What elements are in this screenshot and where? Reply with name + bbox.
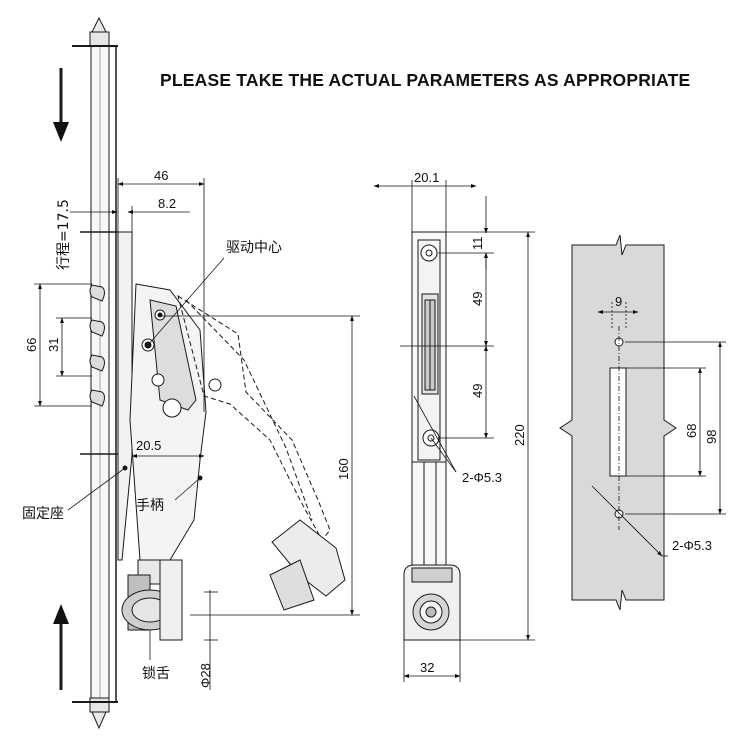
holes-label-middle: 2-Φ5.3 (462, 470, 502, 485)
stroke-label: 行程=17.5 (56, 199, 72, 270)
dim-11: 11 (470, 237, 485, 251)
panel-cutout-view (559, 234, 677, 611)
dim-49-lower: 49 (470, 384, 485, 398)
dim-20-5: 20.5 (136, 438, 161, 453)
dim-46: 46 (154, 168, 168, 183)
parameter-note: PLEASE TAKE THE ACTUAL PARAMETERS AS APP… (160, 70, 691, 90)
dim-8-2: 8.2 (158, 196, 176, 211)
holes-label-right: 2-Φ5.3 (672, 538, 712, 553)
up-arrow-icon (53, 604, 69, 690)
dim-98: 98 (704, 430, 719, 444)
handle-label: 手柄 (136, 498, 164, 514)
side-view-dimensions (34, 178, 360, 690)
down-arrow-icon (53, 68, 69, 142)
dim-31: 31 (46, 338, 61, 352)
dim-32: 32 (420, 660, 434, 675)
dim-diameter-28: Φ28 (198, 663, 213, 688)
dim-160: 160 (336, 458, 351, 480)
panel-dimensions (591, 302, 726, 557)
drive-center-label: 驱动中心 (226, 240, 282, 256)
dim-20-1: 20.1 (414, 170, 439, 185)
dim-68: 68 (684, 424, 699, 438)
dim-49-upper: 49 (470, 292, 485, 306)
dim-220: 220 (512, 424, 527, 446)
front-view (403, 231, 461, 641)
front-view-dimensions (373, 180, 535, 682)
lock-tongue-label: 锁舌 (142, 666, 170, 682)
side-view (53, 16, 346, 730)
dim-66: 66 (24, 338, 39, 352)
dim-9: 9 (615, 294, 622, 309)
fixed-base-label: 固定座 (22, 506, 64, 522)
